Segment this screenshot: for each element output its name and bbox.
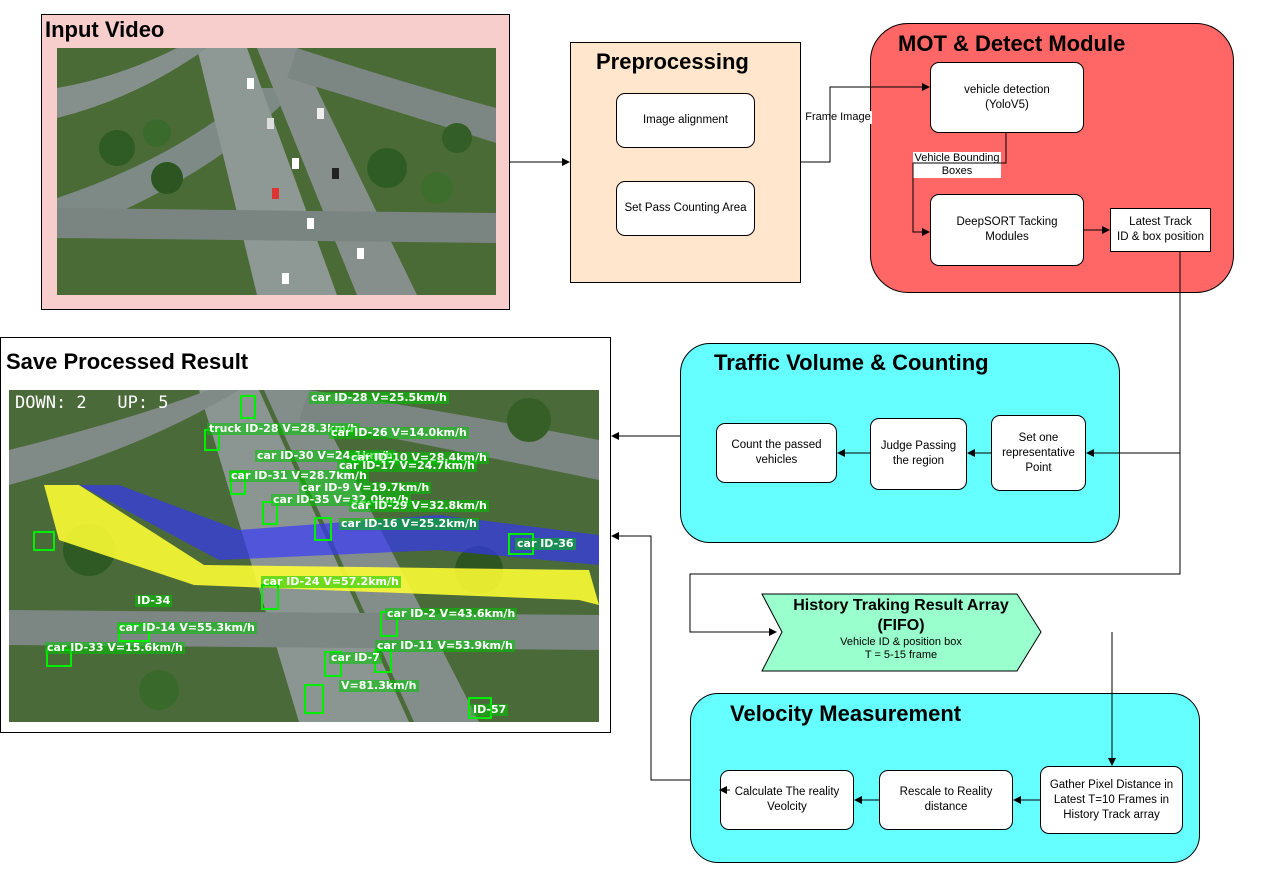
overlay-label: car ID-11 V=53.9km/h bbox=[375, 639, 515, 652]
set-point-node: Set one representative Point bbox=[991, 415, 1086, 491]
traffic-volume-title: Traffic Volume & Counting bbox=[714, 350, 989, 375]
vehicle-bounding-boxes-label: Vehicle Bounding Boxes bbox=[913, 152, 1001, 178]
processed-road-image bbox=[9, 390, 599, 722]
rescale-node: Rescale to Reality distance bbox=[879, 770, 1013, 830]
history-sub2: T = 5-15 frame bbox=[864, 649, 938, 661]
vehicle-detection-node: vehicle detection (YoloV5) bbox=[930, 62, 1084, 133]
mot-module-title: MOT & Detect Module bbox=[898, 31, 1126, 56]
overlay-label: ID-34 bbox=[135, 594, 173, 607]
overlay-label: car ID-9 V=19.7km/h bbox=[299, 481, 432, 494]
overlay-label: ID-57 bbox=[471, 703, 509, 716]
overlay-label: car ID-2 V=43.6km/h bbox=[385, 607, 518, 620]
image-alignment-node: Image alignment bbox=[616, 93, 755, 148]
deepsort-node: DeepSORT Tacking Modules bbox=[930, 194, 1084, 266]
overlay-label: car ID-31 V=28.7km/h bbox=[229, 469, 369, 482]
overlay-label: car ID-29 V=32.8km/h bbox=[349, 499, 489, 512]
count-passed-node: Count the passed vehicles bbox=[716, 423, 837, 483]
save-result-title: Save Processed Result bbox=[6, 349, 249, 374]
gather-distance-node: Gather Pixel Distance in Latest T=10 Fra… bbox=[1040, 766, 1183, 834]
counter-hud: DOWN: 2 UP: 5 bbox=[15, 393, 169, 413]
overlay-label: car ID-17 V=24.7km/h bbox=[337, 459, 477, 472]
edge-velocity-to-save bbox=[611, 532, 690, 781]
overlay-label: car ID-7 bbox=[329, 651, 382, 664]
processed-frame: DOWN: 2 UP: 5 car ID-28 V=25.5km/h truck … bbox=[9, 390, 599, 722]
history-array-node: History Traking Result Array (FIFO) Vehi… bbox=[762, 596, 1040, 670]
frame-image-label: Frame Image bbox=[804, 111, 872, 124]
history-title-line2: (FIFO) bbox=[877, 617, 925, 634]
preprocessing-title: Preprocessing bbox=[596, 49, 749, 74]
input-video-frame bbox=[57, 48, 496, 295]
overlay-label: truck ID-28 V=28.3km/h bbox=[207, 422, 360, 435]
aerial-road-image bbox=[57, 48, 496, 295]
overlay-label: car ID-33 V=15.6km/h bbox=[45, 641, 185, 654]
set-counting-area-node: Set Pass Counting Area bbox=[616, 181, 755, 236]
calculate-velocity-node: Calculate The reality Veolcity bbox=[720, 770, 854, 830]
overlay-label: car ID-36 bbox=[515, 537, 576, 550]
input-video-title: Input Video bbox=[45, 17, 165, 42]
overlay-label: V=81.3km/h bbox=[339, 679, 419, 692]
latest-track-node: Latest Track ID & box position bbox=[1110, 208, 1211, 252]
judge-passing-node: Judge Passing the region bbox=[870, 418, 967, 490]
overlay-label: car ID-26 V=14.0km/h bbox=[329, 426, 469, 439]
preprocessing-container bbox=[570, 42, 801, 283]
overlay-label: car ID-24 V=57.2km/h bbox=[261, 575, 401, 588]
overlay-label: car ID-28 V=25.5km/h bbox=[309, 391, 449, 404]
overlay-label: car ID-16 V=25.2km/h bbox=[339, 517, 479, 530]
velocity-title: Velocity Measurement bbox=[730, 701, 962, 726]
overlay-label: car ID-14 V=55.3km/h bbox=[117, 621, 257, 634]
history-sub1: Vehicle ID & position box bbox=[840, 636, 962, 648]
history-title-line1: History Traking Result Array bbox=[793, 597, 1009, 614]
